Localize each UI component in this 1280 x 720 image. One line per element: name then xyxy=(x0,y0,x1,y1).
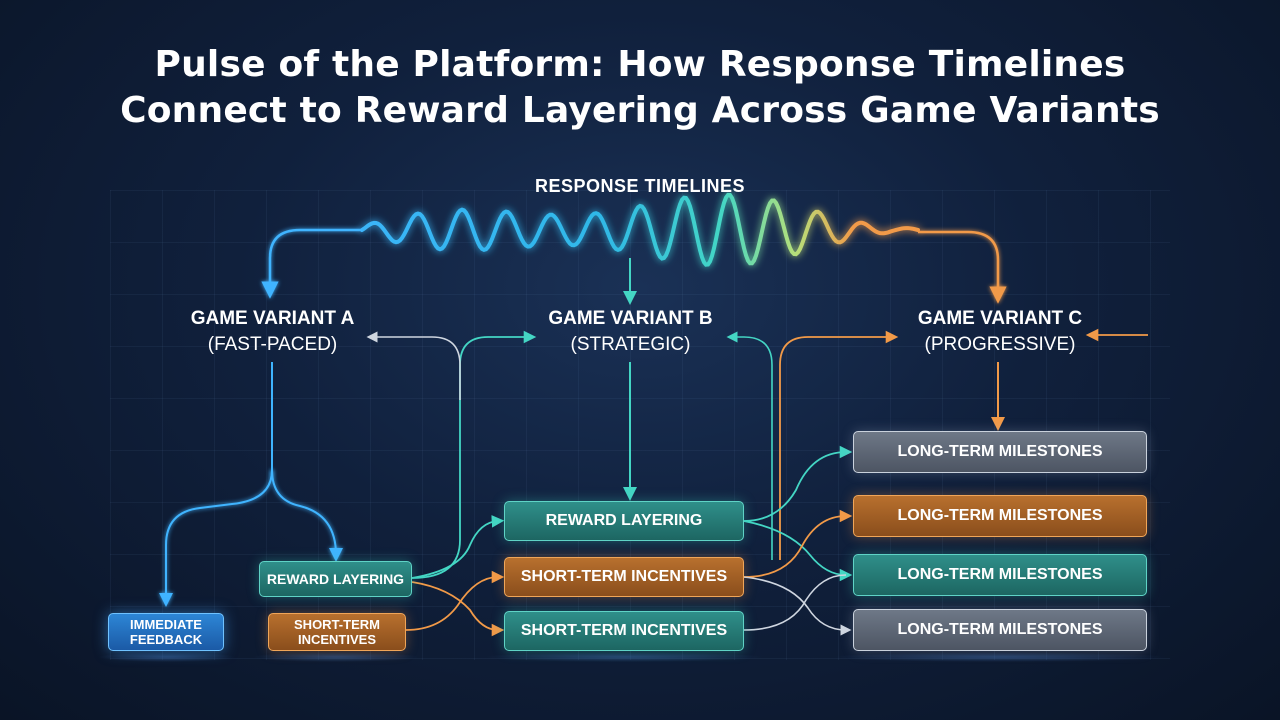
variant-a-to-feedback-arrow xyxy=(159,469,273,607)
short-term-b1-label: SHORT-TERM INCENTIVES xyxy=(520,568,728,585)
game-variant-b: GAME VARIANT B (STRATEGIC) xyxy=(508,306,753,358)
immediate-feedback-box[interactable]: IMMEDIATE FEEDBACK xyxy=(108,613,224,651)
short-term-a-line-1: SHORT-TERM xyxy=(294,617,380,632)
long-term-milestones-1-box[interactable]: LONG-TERM MILESTONES xyxy=(853,431,1147,473)
orange-to-variant-c-link xyxy=(779,330,899,560)
milestone-3-label: LONG-TERM MILESTONES xyxy=(897,566,1103,583)
short-b1-to-milestone-4-link xyxy=(743,576,852,636)
reward-b-to-milestone-3-link xyxy=(743,520,853,582)
short-term-incentives-a-box[interactable]: SHORT-TERM INCENTIVES xyxy=(268,613,406,651)
long-term-milestones-2-box[interactable]: LONG-TERM MILESTONES xyxy=(853,495,1147,537)
variant-a-to-reward-arrow xyxy=(271,469,343,562)
milestone-4-label: LONG-TERM MILESTONES xyxy=(897,621,1103,638)
milestone-1-label: LONG-TERM MILESTONES xyxy=(897,443,1103,460)
short-term-a-line-2: INCENTIVES xyxy=(297,632,376,647)
reward-layering-b-box[interactable]: REWARD LAYERING xyxy=(504,501,744,541)
page-title: Pulse of the Platform: How Response Time… xyxy=(0,42,1280,134)
short-b2-to-milestone-3-link xyxy=(743,574,847,631)
short-term-incentives-b1-box[interactable]: SHORT-TERM INCENTIVES xyxy=(504,557,744,597)
reward-layering-a-box[interactable]: REWARD LAYERING xyxy=(259,561,412,597)
reward-a-to-variant-b-link xyxy=(411,330,537,579)
shadow-variant-c xyxy=(832,652,1168,662)
game-variant-a: GAME VARIANT A (FAST-PACED) xyxy=(150,306,395,358)
reward-b-to-milestone-1-link xyxy=(743,445,853,522)
variant-c-subtitle: (PROGRESSIVE) xyxy=(924,334,1076,355)
variant-c-name: GAME VARIANT C xyxy=(917,308,1083,329)
response-timeline-wave xyxy=(360,192,920,267)
short-term-b2-label: SHORT-TERM INCENTIVES xyxy=(520,622,728,639)
reward-layering-a-label: REWARD LAYERING xyxy=(266,571,405,587)
long-term-milestones-4-box[interactable]: LONG-TERM MILESTONES xyxy=(853,609,1147,651)
return-to-variant-b-link xyxy=(726,331,773,560)
wave-to-variant-a-arrow xyxy=(261,228,362,299)
return-to-variant-a-link xyxy=(366,331,461,400)
reward-a-to-short-b2-link xyxy=(411,581,505,637)
immediate-feedback-line-1: IMMEDIATE xyxy=(130,617,202,632)
variant-b-subtitle: (STRATEGIC) xyxy=(570,334,691,355)
game-variant-c: GAME VARIANT C (PROGRESSIVE) xyxy=(870,306,1130,358)
short-a-to-short-b1-link xyxy=(405,570,505,631)
response-timelines-label: RESPONSE TIMELINES xyxy=(534,176,746,196)
title-line-2: Connect to Reward Layering Across Game V… xyxy=(120,90,1160,131)
immediate-feedback-line-2: FEEDBACK xyxy=(129,632,203,647)
shadow-feedback xyxy=(98,652,236,662)
reward-layering-b-label: REWARD LAYERING xyxy=(545,512,703,529)
short-b1-to-milestone-2-link xyxy=(743,509,853,578)
variant-b-name: GAME VARIANT B xyxy=(548,308,713,329)
variant-a-subtitle: (FAST-PACED) xyxy=(207,334,338,355)
long-term-milestones-3-box[interactable]: LONG-TERM MILESTONES xyxy=(853,554,1147,596)
title-line-1: Pulse of the Platform: How Response Time… xyxy=(154,44,1126,85)
variant-a-name: GAME VARIANT A xyxy=(190,308,355,329)
short-term-incentives-b2-box[interactable]: SHORT-TERM INCENTIVES xyxy=(504,611,744,651)
reward-a-to-reward-b-link xyxy=(411,515,505,579)
shadow-variant-b xyxy=(484,652,764,662)
milestone-2-label: LONG-TERM MILESTONES xyxy=(897,507,1103,524)
shadow-variant-a xyxy=(252,652,420,662)
wave-to-variant-c-arrow xyxy=(918,230,1007,304)
